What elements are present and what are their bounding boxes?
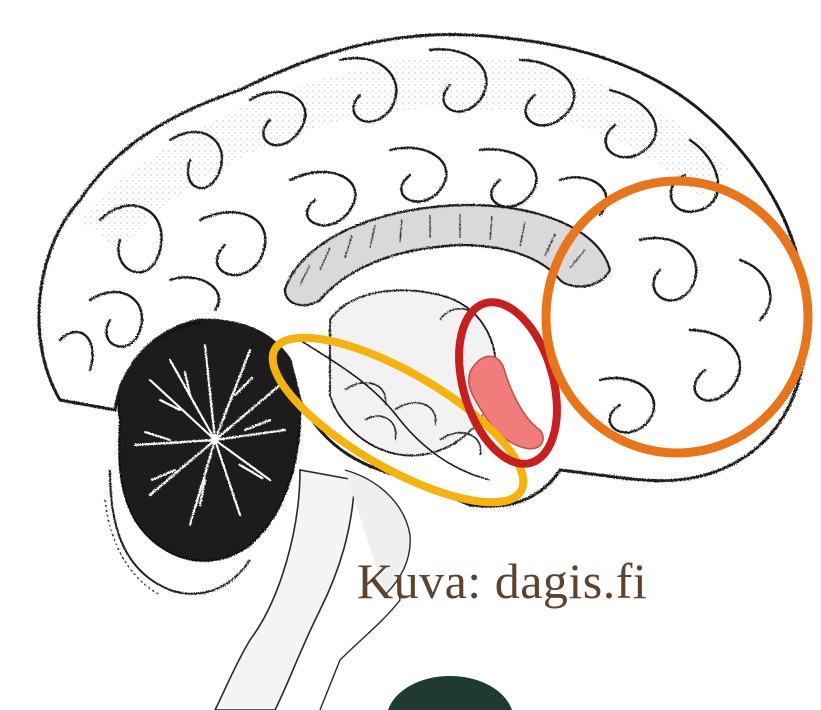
image-credit: Kuva: dagis.fi [357, 552, 647, 610]
bottom-badge [388, 676, 512, 710]
